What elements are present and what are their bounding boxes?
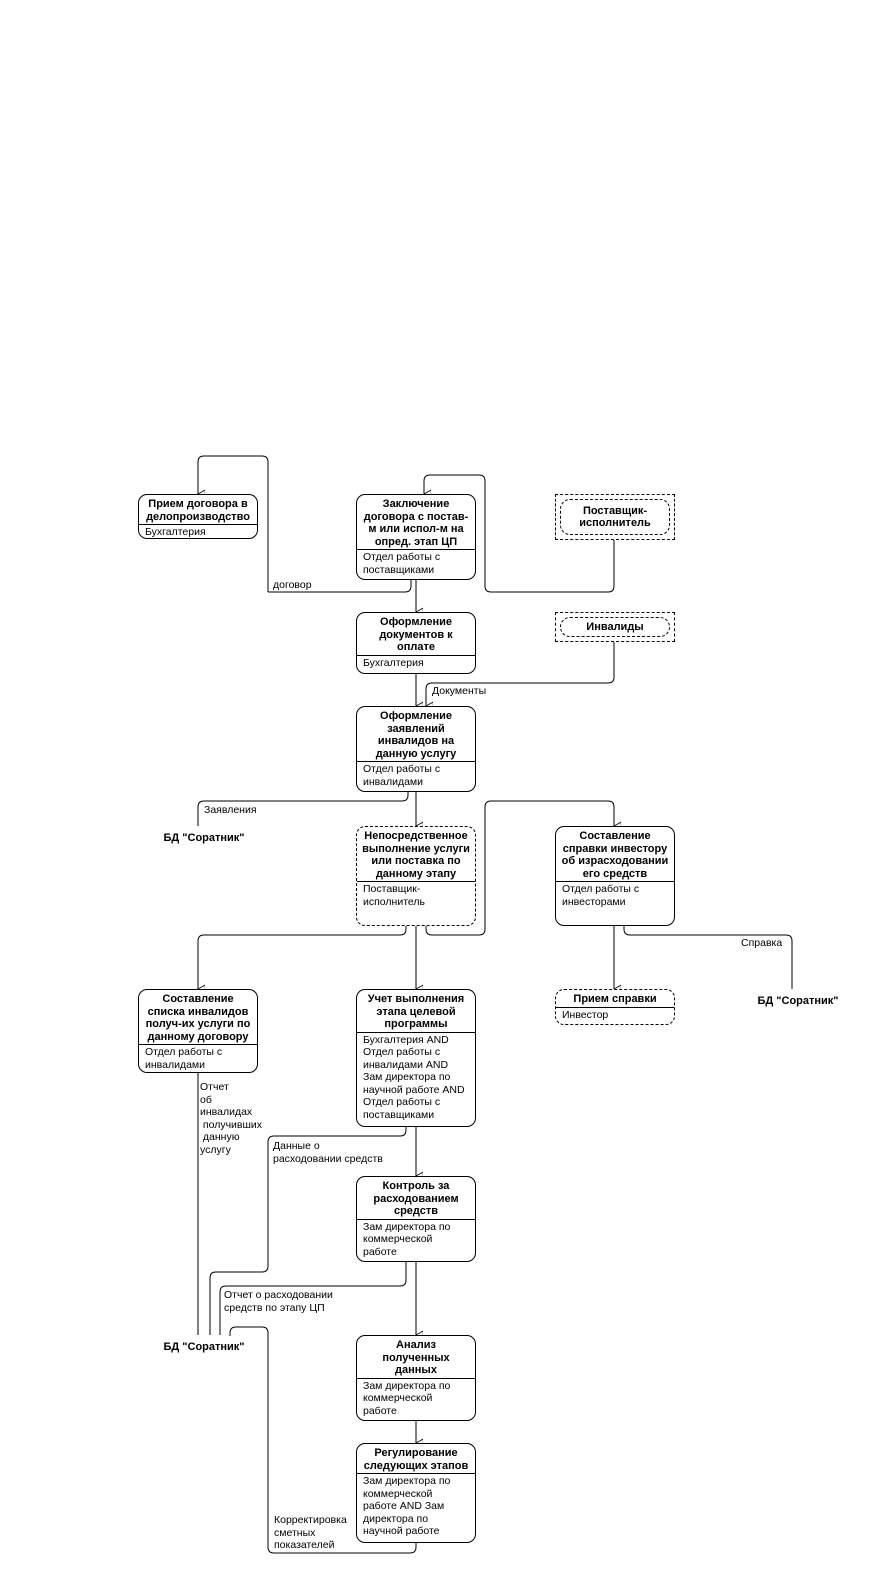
- external-invalidy[interactable]: Инвалиды: [555, 612, 675, 642]
- external-postavshik-ispolnitel[interactable]: Поставщик-исполнитель: [555, 494, 675, 540]
- process-role: Поставщик-исполнитель: [363, 883, 425, 908]
- process-neposredstvennoe-vypolnenie[interactable]: Непосредственное выполнение услуги или п…: [356, 826, 476, 926]
- external-label: Инвалиды: [560, 617, 670, 637]
- process-title: Оформление заявлений инвалидов на данную…: [357, 707, 475, 762]
- flow-label-otchet-invalidy: Отчет об инвалидах получивших данную усл…: [200, 1081, 263, 1156]
- process-title: Заключение договора с постав-м или испол…: [357, 495, 475, 550]
- process-title: Составление справки инвестору об израсхо…: [556, 827, 674, 882]
- process-title: Учет выполнения этапа целевой программы: [357, 990, 475, 1033]
- process-role: Отдел работы с инвесторами: [562, 883, 640, 908]
- process-title: Регулирование следующих этапов: [357, 1444, 475, 1474]
- process-title: Контроль за расходованием средств: [357, 1177, 475, 1220]
- process-role: Бухгалтерия: [363, 656, 424, 669]
- process-role: Отдел работы с инвалидами: [363, 763, 441, 788]
- process-role: Зам директора по коммерческой работе: [363, 1379, 451, 1417]
- flow-label-dokumenty: Документы: [432, 685, 487, 697]
- datastore-label: БД "Соратник": [163, 831, 245, 844]
- flow-zayavleniya-line: [197, 792, 409, 826]
- flow-otchet-rashod-line: [219, 1262, 407, 1335]
- datastore-soratnik-1[interactable]: БД "Соратник": [144, 826, 264, 849]
- process-role: Отдел работы с инвалидами: [145, 1046, 223, 1071]
- flow-dannye-line: [209, 1127, 407, 1335]
- process-role: Зам директора по коммерческой работе AND…: [363, 1475, 451, 1537]
- process-title: Прием договора в делопроизводство: [139, 495, 257, 525]
- process-oformlenie-dokumentov[interactable]: Оформление документов к оплате Бухгалтер…: [356, 612, 476, 674]
- process-spisok-invalidov[interactable]: Составление списка инвалидов получ-их ус…: [138, 989, 258, 1073]
- datastore-label: БД "Соратник": [757, 994, 839, 1007]
- process-zakluchenie-dogovora[interactable]: Заключение договора с постав-м или испол…: [356, 494, 476, 580]
- process-spravka-investoru[interactable]: Составление справки инвестору об израсхо…: [555, 826, 675, 926]
- process-role: Бухгалтерия AND Отдел работы с инвалидам…: [363, 1033, 465, 1121]
- process-title: Оформление документов к оплате: [357, 613, 475, 656]
- datastore-soratnik-2[interactable]: БД "Соратник": [738, 989, 858, 1012]
- process-kontrol-rashodovaniya[interactable]: Контроль за расходованием средств Зам ди…: [356, 1176, 476, 1262]
- flow-dokumenty-line: [426, 642, 615, 706]
- process-title: Непосредственное выполнение услуги или п…: [357, 827, 475, 882]
- process-title: Анализ полученных данных: [357, 1336, 475, 1379]
- flow-label-dogovor: договор: [273, 579, 312, 591]
- process-uchet-vypolneniya[interactable]: Учет выполнения этапа целевой программы …: [356, 989, 476, 1127]
- flow-label-dannye-rashodovanie: Данные о расходовании средств: [273, 1140, 383, 1165]
- flow-spravka-line: [623, 926, 793, 989]
- process-title: Составление списка инвалидов получ-их ус…: [139, 990, 257, 1045]
- flow-label-zayavleniya: Заявления: [204, 804, 257, 816]
- flow-korrektirovka-line: [229, 1326, 417, 1554]
- process-role: Зам директора по коммерческой работе: [363, 1220, 451, 1258]
- flow-dogovor-line: [198, 455, 269, 592]
- process-priem-spravki[interactable]: Прием справки Инвестор: [555, 989, 675, 1025]
- process-role: Отдел работы с поставщиками: [363, 551, 441, 576]
- process-regulirovanie-etapov[interactable]: Регулирование следующих этапов Зам дирек…: [356, 1443, 476, 1543]
- process-role: Инвестор: [562, 1008, 609, 1021]
- flow-label-otchet-rashodovanie: Отчет о расходовании средств по этапу ЦП: [224, 1289, 333, 1314]
- process-priem-dogovora[interactable]: Прием договора в делопроизводство Бухгал…: [138, 494, 258, 539]
- process-role: Бухгалтерия: [145, 526, 206, 538]
- flow-postavshik-line: [424, 474, 615, 593]
- process-analiz-dannyh[interactable]: Анализ полученных данных Зам директора п…: [356, 1335, 476, 1421]
- flow-label-korrektirovka: Корректировка сметных показателей: [274, 1514, 347, 1551]
- datastore-label: БД "Соратник": [163, 1340, 245, 1353]
- flow-label-spravka: Справка: [741, 937, 783, 949]
- process-title: Прием справки: [556, 990, 674, 1008]
- external-label: Поставщик-исполнитель: [560, 499, 670, 535]
- process-oformlenie-zayavleniy[interactable]: Оформление заявлений инвалидов на данную…: [356, 706, 476, 792]
- datastore-soratnik-3[interactable]: БД "Соратник": [144, 1335, 264, 1358]
